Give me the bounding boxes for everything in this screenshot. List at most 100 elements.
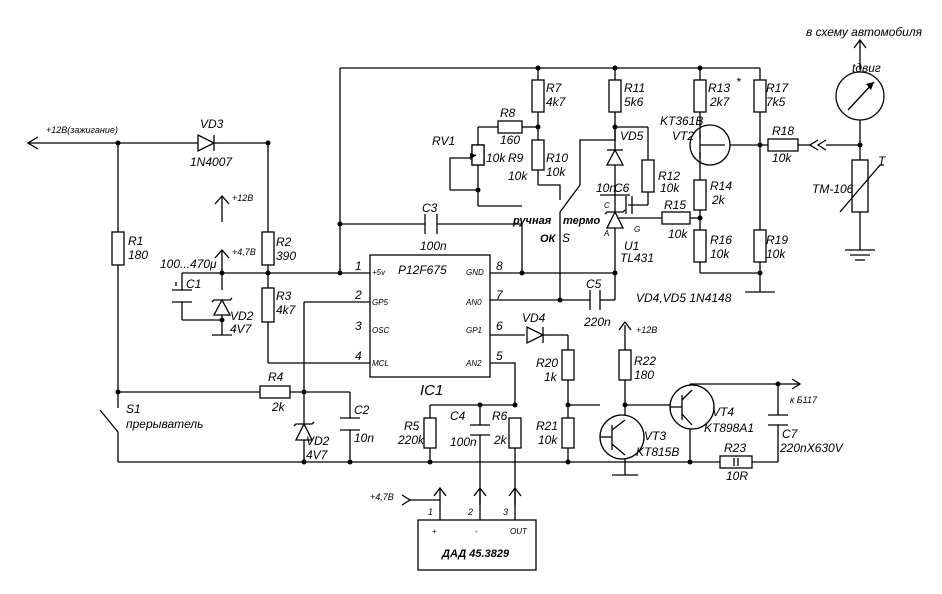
vd5-label: VD5 [620, 129, 644, 143]
pressure-sensor-box [417, 519, 537, 571]
vt4-label: VT4 [712, 405, 734, 419]
r12-value: 10k [660, 181, 680, 195]
ic-pin-gnd: GND [466, 268, 484, 277]
manual-label: ручная [512, 215, 552, 227]
resistor-r10-icon [531, 139, 545, 171]
ic-label: IC1 [420, 382, 443, 399]
r12-label: R12 [658, 169, 680, 183]
components [111, 71, 885, 571]
car-circuit-arrow-icon [853, 38, 867, 49]
vd4-label: VD4 [522, 311, 546, 325]
resistor-r16-icon [693, 229, 707, 263]
resistor-r23-icon [719, 455, 753, 469]
plus12-b-label: +12В [636, 325, 657, 335]
ok-label: ОК [540, 233, 557, 245]
r16-label: R16 [710, 233, 732, 247]
breaker-label: прерыватель [126, 417, 203, 431]
pin-5: 5 [496, 349, 503, 363]
r19-value: 10k [766, 247, 786, 261]
r15-label: R15 [664, 198, 686, 212]
r7-value: 4k7 [546, 95, 567, 109]
vd2-top-label: VD2 [230, 309, 254, 323]
c6-label: C6 [614, 181, 630, 195]
rv1-value: 10k [486, 151, 506, 165]
tm106-label: TM-106 [812, 182, 854, 196]
resistor-r20-icon [561, 349, 575, 381]
capacitor-c5-icon [589, 290, 601, 310]
ic-pin-mcl: MCL [372, 359, 389, 368]
c2-value: 10n [354, 431, 374, 445]
c6-value: 10n [596, 181, 616, 195]
resistor-r21-icon [561, 417, 575, 449]
thermistor-tm106-icon [839, 159, 884, 213]
r6-label: R6 [492, 409, 508, 423]
tm106-t-label: T [878, 154, 887, 168]
pin-2: 2 [354, 288, 362, 302]
pin-3: 3 [355, 319, 362, 333]
pin-6: 6 [496, 319, 503, 333]
microcontroller-ic1 [369, 254, 491, 378]
capacitor-c4-icon [470, 424, 490, 436]
r8-label: R8 [500, 106, 516, 120]
capacitor-c7-icon [768, 414, 788, 430]
vd3-type-label: 1N4007 [190, 155, 233, 169]
plus47-b-arrow-icon [401, 494, 412, 506]
resistor-r4-icon [259, 385, 291, 399]
r3-label: R3 [276, 289, 292, 303]
sensor-pin3: 3 [503, 507, 508, 517]
resistor-r7-icon [531, 79, 545, 113]
ic-pin-osc: OSC [372, 326, 390, 335]
resistor-r13-icon [693, 79, 707, 113]
vt2-label: VT2 [672, 129, 694, 143]
plus12-vt3-arrow-icon [618, 320, 632, 331]
r19-label: R19 [766, 233, 788, 247]
plus47-b-label: +4,7В [370, 492, 394, 502]
r16-value: 10k [710, 247, 730, 261]
s-label: S [562, 231, 570, 245]
sensor-out: OUT [510, 527, 528, 536]
resistor-r12-icon [641, 159, 655, 193]
capacitor-c2-icon [340, 417, 360, 431]
r2-value: 390 [276, 249, 296, 263]
pin-8: 8 [496, 259, 503, 273]
temperature-gauge-icon [835, 71, 885, 121]
pin-1: 1 [355, 259, 362, 273]
diode-vd4-icon [526, 325, 550, 345]
c1-label: C1 [186, 277, 201, 291]
ic-pin-an2: AN2 [465, 359, 482, 368]
s1-label: S1 [126, 402, 141, 416]
r1-value: 180 [128, 248, 148, 262]
c1-value: 100...470μ [160, 257, 217, 271]
r13-value: 2k7 [709, 95, 731, 109]
ic-pin-gp1: GP1 [466, 326, 482, 335]
r2-label: R2 [276, 235, 292, 249]
r21-label: R21 [536, 419, 558, 433]
vt2-type-label: KT361B [660, 114, 703, 128]
sensor-pin1: 1 [428, 507, 433, 517]
resistor-r17-icon [753, 79, 767, 113]
r7-label: R7 [546, 81, 563, 95]
sensor-pin3-arrow-icon [508, 486, 522, 497]
c3-label: C3 [422, 201, 438, 215]
ic-pin-5v: +5v [372, 268, 386, 277]
r18-value: 10k [772, 151, 792, 165]
r11-label: R11 [624, 81, 645, 95]
vd2-bottom-value: 4V7 [306, 448, 329, 462]
r17-value: 7k5 [766, 95, 786, 109]
resistor-r19-icon [753, 229, 767, 263]
regulator-u1-icon [604, 195, 630, 229]
wires [28, 40, 875, 520]
arrows [26, 38, 867, 506]
r1-label: R1 [128, 234, 143, 248]
resistor-r5-icon [423, 417, 437, 449]
resistor-r11-icon [608, 79, 622, 113]
r11-value: 5k6 [624, 95, 644, 109]
resistor-r2-icon [261, 231, 275, 266]
transistor-vt4-icon [669, 384, 715, 430]
r13-star: * [736, 75, 741, 89]
u1-type-label: TL431 [620, 251, 654, 265]
car-circuit-label: в схему автомобиля [806, 25, 923, 39]
sensor-name: ДАД 45.3829 [441, 548, 510, 560]
r9-label: R9 [508, 151, 524, 165]
